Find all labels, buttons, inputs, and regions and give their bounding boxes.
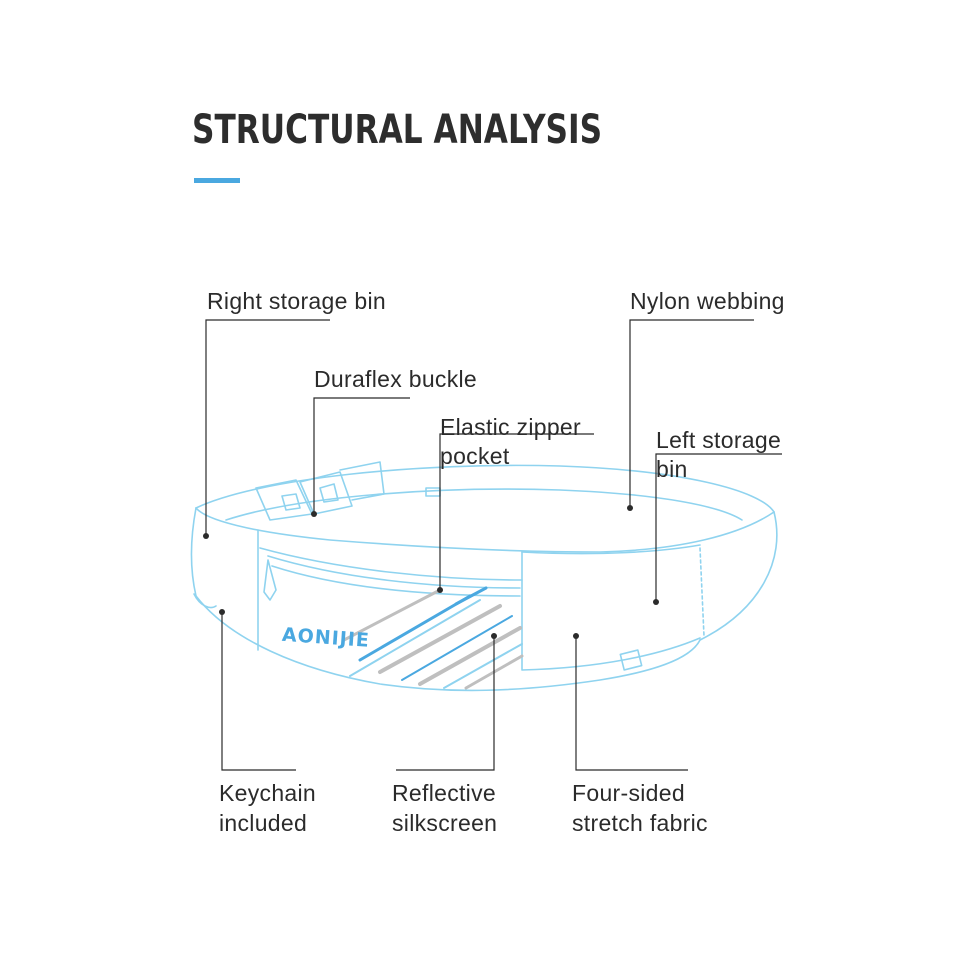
left-bin-panel [521, 551, 701, 671]
leader-reflective-silkscreen [396, 636, 495, 771]
buckle-icon [255, 461, 385, 521]
leader-keychain [221, 612, 296, 771]
belt-strap-top-edge [195, 464, 775, 513]
dashed-seam [699, 547, 705, 637]
callout-dots [203, 505, 659, 639]
label-right-storage-bin: Right storage bin [207, 288, 386, 314]
belt-front-top-edge [195, 507, 775, 553]
zipper-line-lower [271, 565, 521, 597]
label-nylon-webbing: Nylon webbing [630, 288, 785, 314]
label-elastic-zipper-pocket-line2: pocket [440, 443, 510, 469]
label-elastic-zipper-pocket-line1: Elastic zipper [440, 414, 581, 440]
label-four-sided-stretch-fabric-line1: Four-sided [572, 780, 685, 806]
webbing-loop [619, 649, 643, 671]
zipper-pull [263, 559, 277, 601]
belt-left-end [190, 507, 197, 597]
leader-nylon-webbing [629, 319, 754, 508]
label-duraflex-buckle: Duraflex buckle [314, 366, 478, 392]
belt-bottom-edge [195, 595, 701, 692]
page-title: STRUCTURAL ANALYSIS [192, 107, 603, 153]
label-keychain-line1: Keychain [219, 780, 317, 806]
label-reflective-silkscreen-line1: Reflective [392, 780, 496, 806]
callout-leader-lines [205, 319, 782, 771]
leader-four-sided-stretch-fabric [575, 636, 688, 771]
label-reflective-silkscreen-line2: silkscreen [392, 810, 498, 836]
leader-left-storage-bin [655, 453, 782, 602]
label-left-storage-bin-line2: bin [656, 456, 688, 482]
title-accent-bar [194, 178, 240, 183]
left-bin-top [521, 544, 701, 555]
brand-logo: AONIJIE [281, 624, 370, 652]
top-strap-tab [425, 487, 441, 497]
leader-right-storage-bin [205, 319, 330, 536]
zipper-pocket-panel [259, 547, 523, 581]
leader-duraflex-buckle [313, 397, 410, 514]
label-keychain-line2: included [219, 810, 308, 836]
label-four-sided-stretch-fabric-line2: stretch fabric [572, 810, 708, 836]
running-belt-illustration [190, 461, 778, 692]
belt-right-end [699, 511, 778, 641]
keychain-loop [193, 593, 217, 609]
reflective-stripes [342, 586, 524, 690]
label-left-storage-bin-line1: Left storage [656, 427, 782, 453]
leader-elastic-zipper-pocket [439, 433, 594, 590]
